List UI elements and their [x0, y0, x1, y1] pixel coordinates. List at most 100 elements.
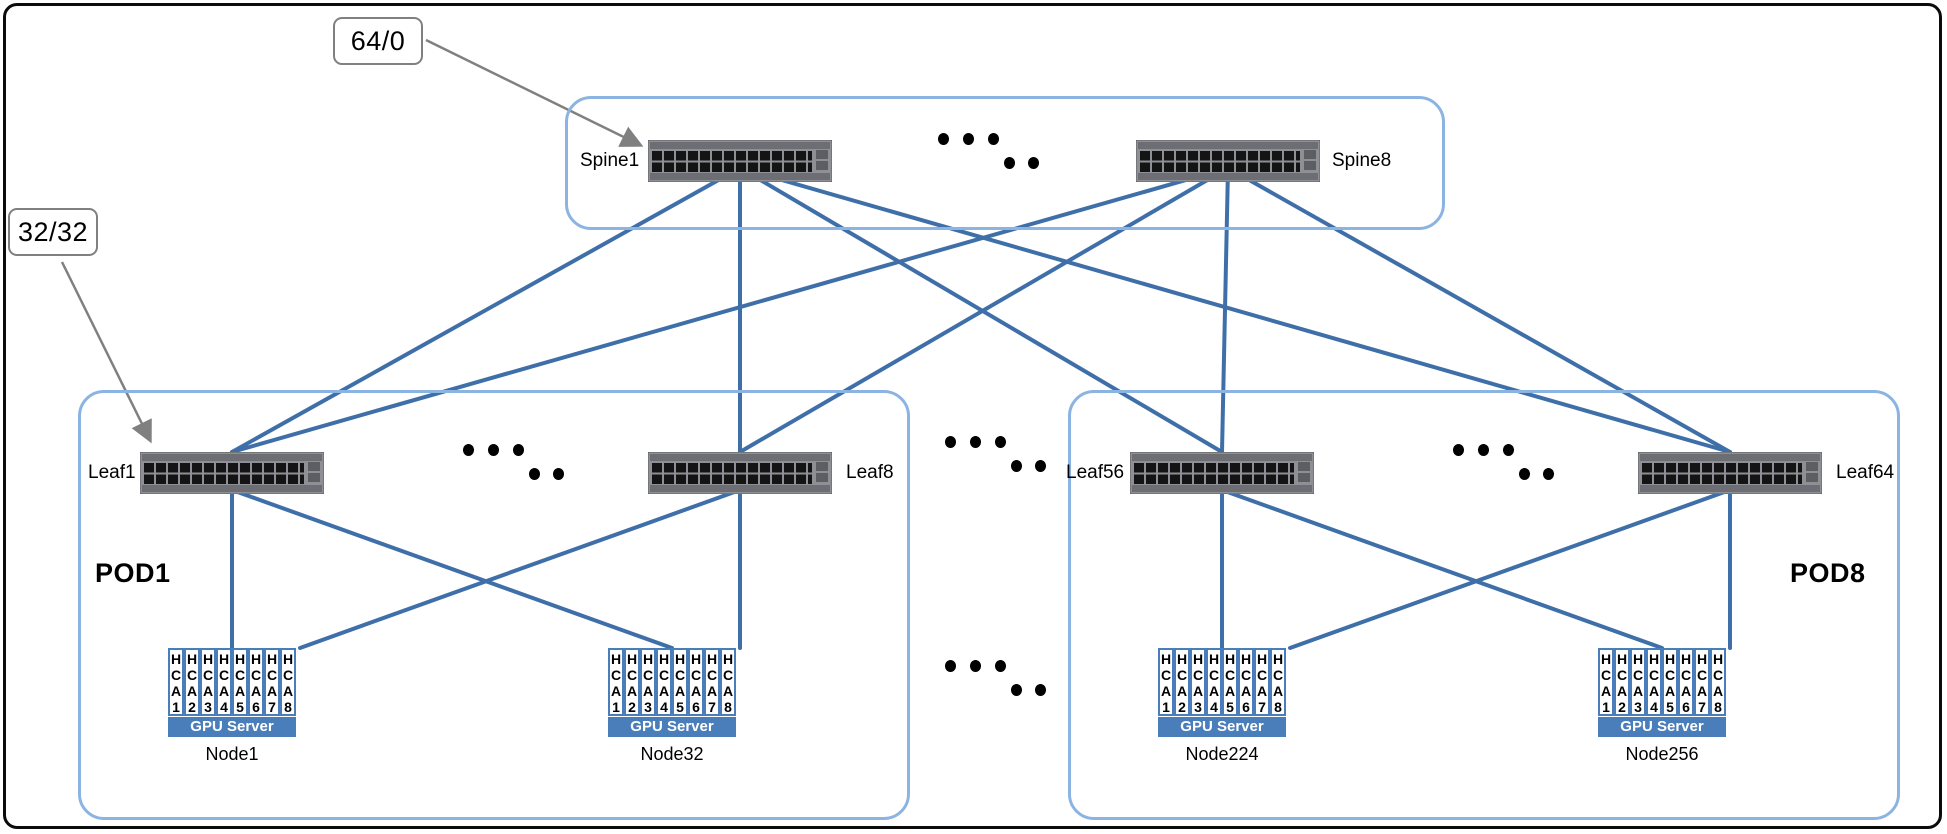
- pod1-group-box: [78, 390, 910, 820]
- hca-index: 4: [220, 699, 228, 715]
- hca-index: 8: [284, 699, 292, 715]
- hca-index: 4: [660, 699, 668, 715]
- hca-index: 2: [188, 699, 196, 715]
- pod1-leaf-ellipsis: [463, 444, 583, 494]
- switch-spine1[interactable]: [648, 140, 832, 182]
- pod-label-pod8: POD8: [1790, 558, 1866, 588]
- hca-index: 1: [1162, 699, 1170, 715]
- switch-label-leaf64: Leaf64: [1836, 462, 1895, 483]
- hca-index: 8: [1274, 699, 1282, 715]
- switch-spine8[interactable]: [1136, 140, 1320, 182]
- hca-index: 7: [268, 699, 276, 715]
- hca-index: 8: [1714, 699, 1722, 715]
- switch-leaf64[interactable]: [1638, 452, 1822, 494]
- hca-index: 4: [1210, 699, 1218, 715]
- gpu-server-bar: GPU Server: [168, 717, 296, 737]
- gpu-server-bar: GPU Server: [1158, 717, 1286, 737]
- switch-label-leaf1: Leaf1: [88, 462, 136, 483]
- hca-index: 5: [1226, 699, 1234, 715]
- hca-index: 1: [1602, 699, 1610, 715]
- callout-leaf-ratio-text: 32/32: [17, 216, 89, 247]
- switch-leaf1[interactable]: [140, 452, 324, 494]
- hca-index: 8: [724, 699, 732, 715]
- switch-label-leaf8: Leaf8: [846, 462, 894, 483]
- inter-pod-leaf-ellipsis: [945, 436, 1065, 486]
- spine-ellipsis: [938, 133, 1058, 183]
- pod8-group-box: [1068, 390, 1900, 820]
- inter-pod-node-ellipsis: [945, 660, 1065, 710]
- hca-index: 6: [252, 699, 260, 715]
- hca-index: 3: [1194, 699, 1202, 715]
- callout-spine-ratio[interactable]: 64/0: [333, 17, 423, 65]
- gpu-server-bar: GPU Server: [608, 717, 736, 737]
- node-label: Node224: [1185, 744, 1259, 764]
- spine-group-box: [565, 96, 1445, 230]
- hca-index: 2: [1178, 699, 1186, 715]
- switch-label-spine1: Spine1: [580, 150, 640, 171]
- gpu-server-bar: GPU Server: [1598, 717, 1726, 737]
- callout-leaf-ratio[interactable]: 32/32: [8, 208, 98, 256]
- hca-index: 2: [628, 699, 636, 715]
- hca-index: 6: [692, 699, 700, 715]
- node-label: Node256: [1625, 744, 1699, 764]
- pod8-leaf-ellipsis: [1453, 444, 1573, 494]
- node-label: Node32: [640, 744, 704, 764]
- hca-index: 6: [1682, 699, 1690, 715]
- hca-index: 1: [172, 699, 180, 715]
- hca-index: 5: [1666, 699, 1674, 715]
- outer-frame: [3, 3, 1942, 829]
- hca-index: 7: [1258, 699, 1266, 715]
- switch-label-leaf56: Leaf56: [1066, 462, 1125, 483]
- hca-index: 3: [204, 699, 212, 715]
- hca-index: 3: [644, 699, 652, 715]
- switch-label-spine8: Spine8: [1332, 150, 1392, 171]
- hca-index: 7: [1698, 699, 1706, 715]
- hca-index: 3: [1634, 699, 1642, 715]
- switch-leaf8[interactable]: [648, 452, 832, 494]
- switch-leaf56[interactable]: [1130, 452, 1314, 494]
- node-label: Node1: [205, 744, 259, 764]
- hca-index: 7: [708, 699, 716, 715]
- hca-index: 5: [676, 699, 684, 715]
